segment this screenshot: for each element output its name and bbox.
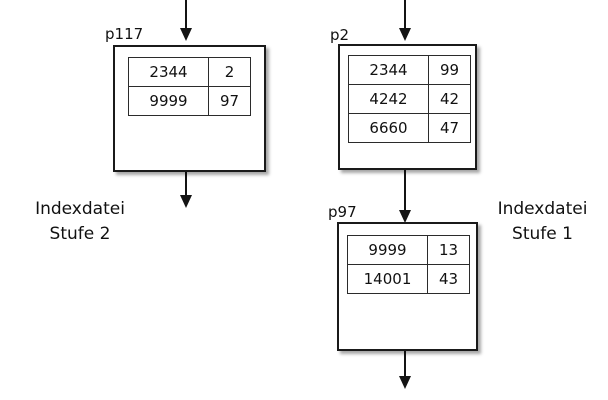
entry-table-p97: 9999 13 14001 43 [347,235,470,294]
table-row: 9999 13 [347,235,470,265]
entry-pointer: 13 [427,235,470,265]
arrow-head [180,28,192,41]
arrow-out-of-p97 [398,351,412,389]
table-row: 6660 47 [348,113,471,143]
entry-key: 9999 [347,235,428,265]
caption-line-2: Stufe 2 [49,223,111,244]
caption-level-2: Indexdatei Stufe 2 [0,197,160,246]
caption-line-1: Indexdatei [35,199,125,219]
table-row: 2344 99 [348,55,471,85]
entry-key: 14001 [347,264,428,294]
entry-table-p117: 2344 2 9999 97 [128,57,251,116]
entry-pointer: 99 [428,55,471,85]
arrow-into-p117 [179,0,193,41]
block-label-p2: p2 [330,26,350,44]
arrow-shaft [404,351,406,376]
entry-pointer: 2 [208,57,251,87]
entry-key: 4242 [348,84,429,114]
arrow-into-p2 [398,0,412,41]
entry-table-p2: 2344 99 4242 42 6660 47 [348,55,471,143]
entry-key: 9999 [128,86,209,116]
table-row: 14001 43 [347,264,470,294]
caption-line-1: Indexdatei [497,199,588,219]
caption-level-1: Indexdatei Stufe 1 [477,197,608,246]
arrow-p2-to-p97 [398,170,412,223]
entry-key: 6660 [348,113,429,143]
arrow-shaft [404,170,406,210]
table-row: 9999 97 [128,86,251,116]
entry-key: 2344 [348,55,429,85]
arrow-shaft [185,172,187,195]
entry-pointer: 43 [427,264,470,294]
arrow-head [399,28,411,41]
entry-pointer: 97 [208,86,251,116]
arrow-out-of-p117 [179,172,193,208]
entry-pointer: 47 [428,113,471,143]
arrow-shaft [185,0,187,28]
entry-key: 2344 [128,57,209,87]
table-row: 4242 42 [348,84,471,114]
arrow-head [399,210,411,223]
block-label-p117: p117 [105,25,144,43]
block-label-p97: p97 [328,203,357,221]
arrow-head [399,376,411,389]
entry-pointer: 42 [428,84,471,114]
arrow-shaft [404,0,406,28]
caption-line-2: Stufe 1 [512,223,573,244]
arrow-head [180,195,192,208]
table-row: 2344 2 [128,57,251,87]
